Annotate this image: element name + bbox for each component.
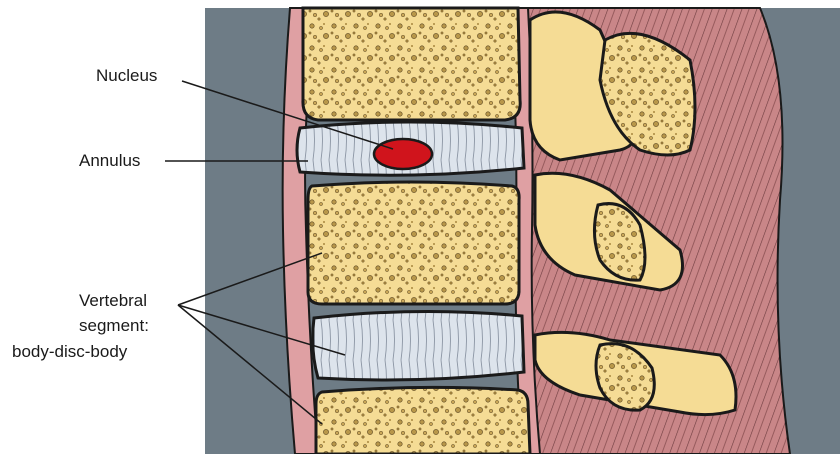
vertebral-label-line1: Vertebral (79, 291, 147, 310)
annulus-label: Annulus (79, 151, 140, 170)
vertebral-body-bottom (316, 387, 530, 454)
vertebral-body-middle (308, 182, 519, 304)
nucleus-shape (374, 139, 432, 169)
vertebral-label-line3: body-disc-body (12, 342, 128, 361)
white-top-strip (205, 0, 840, 8)
vertebral-label-line2: segment: (79, 316, 149, 335)
intervertebral-disc-middle (313, 311, 524, 380)
vertebral-body-top (303, 8, 520, 120)
nucleus-label: Nucleus (96, 66, 157, 85)
